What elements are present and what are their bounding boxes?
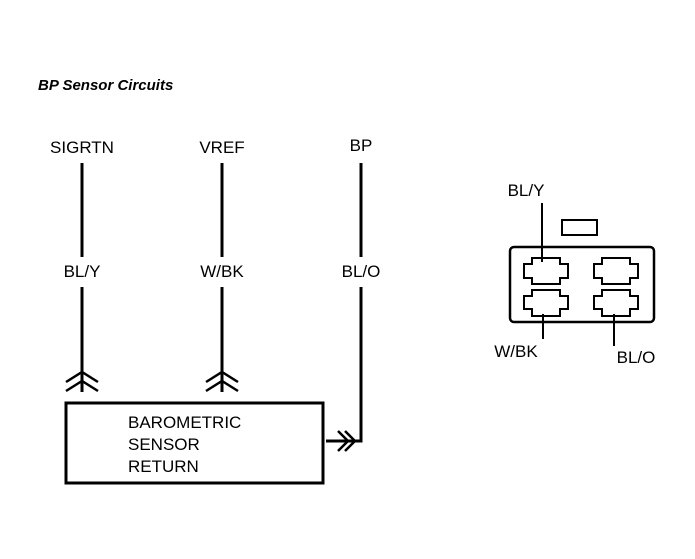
diagram-title: BP Sensor Circuits [38, 77, 173, 94]
wire-color-vref: W/BK [200, 262, 244, 281]
cavity-top-right [593, 257, 639, 285]
wire-bp-lower [326, 287, 363, 443]
sensor-box [64, 401, 325, 485]
terminal-label-bp: BP [350, 136, 373, 155]
connector-chevron-bp [337, 430, 357, 452]
cavity-bottom-left [523, 289, 569, 317]
sensor-label-line2: SENSOR [128, 435, 200, 454]
connector-chevron-vref [205, 370, 239, 393]
connector-label-w-bk: W/BK [494, 342, 538, 361]
terminal-label-sigrtn: SIGRTN [50, 138, 114, 157]
cavity-bottom-right [593, 289, 639, 317]
connector-label-bl-o: BL/O [617, 348, 656, 367]
wire-color-sigrtn: BL/Y [64, 262, 101, 281]
connector-housing [508, 245, 656, 324]
terminal-label-vref: VREF [199, 138, 244, 157]
connector-lock-tab [561, 219, 598, 236]
sensor-label-line3: RETURN [128, 457, 199, 476]
connector-label-bl-y: BL/Y [508, 181, 545, 200]
connector-chevron-sigrtn [65, 370, 99, 393]
wire-color-bp: BL/O [342, 262, 381, 281]
cavity-top-left [523, 257, 569, 285]
sensor-label-line1: BAROMETRIC [128, 413, 241, 432]
